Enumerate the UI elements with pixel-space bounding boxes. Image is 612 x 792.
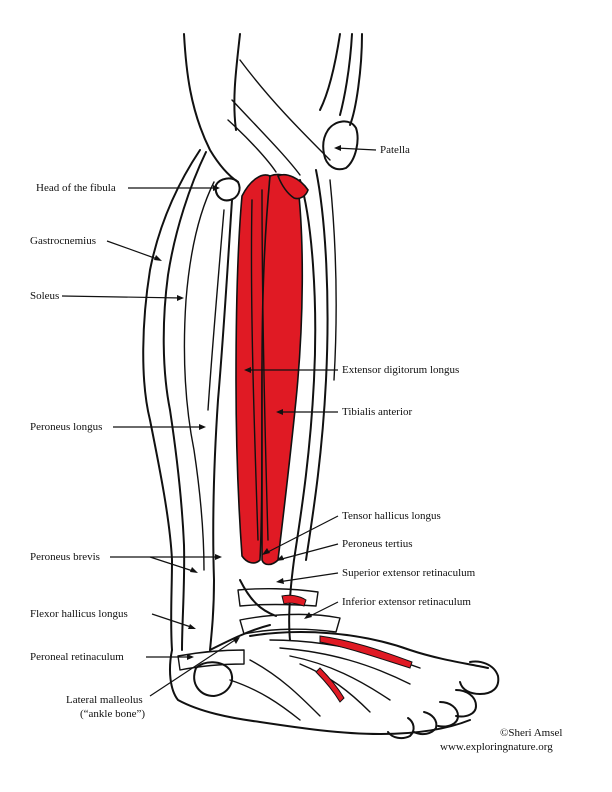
label-head-of-fibula: Head of the fibula [36, 182, 116, 194]
label-tibialis-anterior: Tibialis anterior [342, 406, 413, 418]
foot-tendon-red-1 [281, 594, 307, 607]
label-superior-extensor-retinaculum: Superior extensor retinaculum [342, 567, 476, 579]
label-peroneus-brevis: Peroneus brevis [30, 551, 100, 563]
label-peroneal-retinaculum: Peroneal retinaculum [30, 651, 124, 663]
label-gastrocnemius: Gastrocnemius [30, 235, 96, 247]
tensor-hallicus-longus-muscle [276, 174, 309, 200]
highlighted-muscles [235, 173, 413, 703]
lateral-malleolus-shape [193, 661, 233, 697]
label-patella: Patella [380, 144, 410, 156]
label-extensor-digitorum-longus: Extensor digitorum longus [342, 364, 459, 376]
label-tensor-hallicus-longus: Tensor hallicus longus [342, 510, 441, 522]
copyright-text: ©Sheri Amsel [500, 727, 562, 739]
labels: Patella Head of the fibula Gastrocnemius… [30, 144, 476, 720]
toes [459, 660, 500, 695]
label-soleus: Soleus [30, 290, 59, 302]
patella-shape [322, 120, 359, 171]
credits: ©Sheri Amsel www.exploringnature.org [440, 727, 562, 753]
label-lateral-malleolus: Lateral malleolus [66, 694, 143, 706]
leg-illustration [142, 33, 500, 740]
label-peroneus-longus: Peroneus longus [30, 421, 102, 433]
label-lateral-malleolus-sub: (“ankle bone”) [80, 708, 145, 720]
foot-tendon-red-2 [319, 635, 413, 669]
gastrocnemius-outline [142, 149, 201, 651]
label-peroneus-tertius: Peroneus tertius [342, 538, 413, 550]
website-text: www.exploringnature.org [440, 741, 553, 753]
fibula-head-shape [214, 177, 241, 202]
foot-tendon-red-3 [315, 667, 345, 703]
label-flexor-hallicus-longus: Flexor hallicus longus [30, 608, 128, 620]
label-inferior-extensor-retinaculum: Inferior extensor retinaculum [342, 596, 471, 608]
